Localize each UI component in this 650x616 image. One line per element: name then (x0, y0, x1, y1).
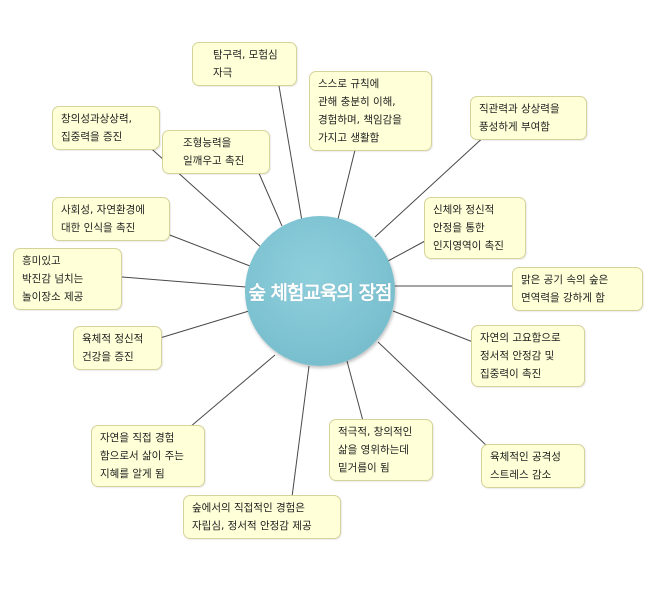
node-n10-line-1: 육체적 정신적 (82, 333, 144, 345)
node-n2-line-4: 가지고 생활함 (318, 132, 380, 144)
node-n7-line-1: 사회성, 자연환경에 (61, 204, 145, 216)
node-n15: 숲에서의 직접적인 경험은 자립심, 정서적 안정감 제공 (183, 495, 341, 539)
node-n2-line-1: 스스로 규칙에 (318, 78, 380, 90)
connector-n6 (387, 240, 426, 262)
node-n1-line-1: 탐구력, 모험심 (213, 49, 278, 61)
connector-n14 (377, 341, 489, 448)
connector-n1 (277, 79, 303, 222)
connector-n15 (291, 365, 310, 498)
node-n10: 육체적 정신적 건강을 증진 (73, 326, 162, 370)
node-n14: 육체적인 공격성 스트레스 감소 (481, 444, 585, 488)
node-n4-line-1: 창의성과상상력, (61, 113, 132, 125)
node-n12: 적극적, 창의적인 삶을 영위하는데 밑거름이 됨 (329, 419, 433, 481)
central-topic-label: 숲 체험교육의 장점 (248, 281, 392, 304)
node-n12-line-1: 적극적, 창의적인 (338, 426, 413, 438)
node-n8-line-3: 놀이장소 제공 (22, 291, 84, 303)
node-n2-line-2: 관해 충분히 이해, (318, 96, 396, 108)
node-n15-line-2: 자립심, 정서적 안정감 제공 (192, 520, 312, 532)
connector-n11 (392, 310, 474, 343)
node-n3-line-1: 직관력과 상상력을 (479, 103, 560, 115)
node-n6-line-3: 인지영역이 촉진 (433, 240, 504, 252)
connector-n2 (337, 149, 356, 220)
node-n15-line-1: 숲에서의 직접적인 경험은 (192, 502, 305, 514)
node-n6-line-1: 신체와 정신적 (433, 204, 495, 216)
connector-n12 (346, 360, 364, 422)
node-n5: 조형능력을 일깨우고 촉진 (162, 130, 270, 174)
node-n6-line-2: 안정을 통한 (433, 222, 485, 234)
node-n3: 직관력과 상상력을 풍성하게 부여함 (470, 96, 587, 140)
node-n7-line-2: 대한 인식을 촉진 (61, 222, 136, 234)
node-n14-line-2: 스트레스 감소 (490, 469, 552, 481)
central-topic: 숲 체험교육의 장점 (245, 216, 395, 366)
connector-n13 (189, 354, 276, 428)
node-n5-line-2: 일깨우고 촉진 (183, 155, 245, 167)
node-n8-line-2: 박진감 넘치는 (22, 273, 84, 285)
node-n12-line-3: 밑거름이 됨 (338, 462, 390, 474)
node-n1: 탐구력, 모험심 자극 (192, 42, 297, 86)
node-n2-line-3: 경험하며, 책임감을 (318, 114, 402, 126)
node-n9-line-1: 맑은 공기 속의 숲은 (521, 274, 609, 286)
node-n7: 사회성, 자연환경에 대한 인식을 촉진 (52, 197, 170, 241)
node-n4-line-2: 집중력을 증진 (61, 131, 123, 143)
node-n2: 스스로 규칙에 관해 충분히 이해, 경험하며, 책임감을 가지고 생활함 (309, 71, 432, 151)
node-n14-line-1: 육체적인 공격성 (490, 451, 561, 463)
node-n12-line-2: 삶을 영위하는데 (338, 444, 409, 456)
node-n8-line-1: 흥미있고 (22, 255, 61, 267)
node-n11-line-3: 집중력이 촉진 (480, 368, 542, 380)
node-n9-line-2: 면역력을 강하게 함 (521, 292, 605, 304)
node-n10-line-2: 건강을 증진 (82, 351, 134, 363)
connector-n10 (159, 310, 250, 339)
node-n4: 창의성과상상력, 집중력을 증진 (52, 106, 160, 150)
connector-n5 (257, 170, 283, 227)
node-n9: 맑은 공기 속의 숲은 면역력을 강하게 함 (512, 267, 643, 311)
node-n6: 신체와 정신적 안정을 통한 인지영역이 촉진 (424, 197, 526, 259)
node-n1-line-2: 자극 (213, 67, 233, 79)
connector-n7 (161, 231, 251, 267)
node-n11-line-2: 정서적 안정감 및 (480, 350, 555, 362)
node-n3-line-2: 풍성하게 부여함 (479, 121, 550, 133)
node-n13: 자연을 직접 경험 함으로서 삶이 주는 지혜를 알게 됨 (91, 425, 205, 487)
node-n13-line-2: 함으로서 삶이 주는 (100, 450, 184, 462)
node-n5-line-1: 조형능력을 (183, 137, 232, 149)
node-n13-line-1: 자연을 직접 경험 (100, 432, 175, 444)
node-n11: 자연의 고요함으로 정서적 안정감 및 집중력이 촉진 (471, 325, 585, 387)
node-n13-line-3: 지혜를 알게 됨 (100, 468, 165, 480)
connector-n3 (374, 133, 488, 238)
node-n11-line-1: 자연의 고요함으로 (480, 332, 561, 344)
node-n8: 흥미있고 박진감 넘치는 놀이장소 제공 (13, 248, 122, 310)
connector-n8 (121, 276, 247, 288)
